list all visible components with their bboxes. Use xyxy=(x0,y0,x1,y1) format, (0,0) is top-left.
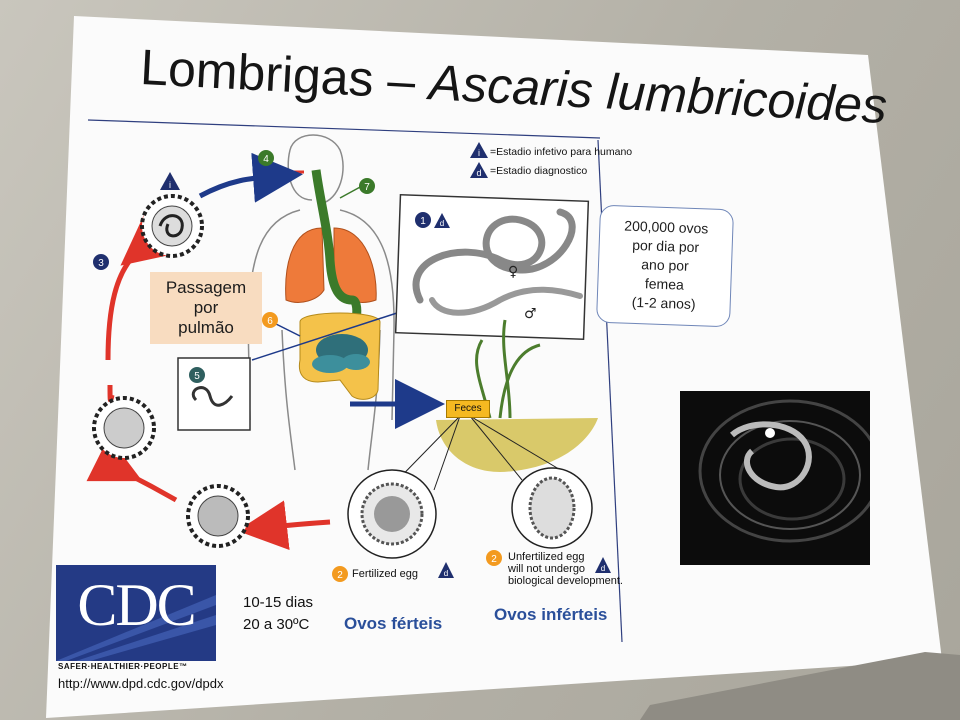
svg-text:d: d xyxy=(476,168,481,178)
svg-text:7: 7 xyxy=(364,182,370,193)
fertile-egg xyxy=(347,469,437,559)
female-symbol: ♀ xyxy=(508,264,518,280)
egg-production-box: 200,000 ovos por dia por ano por femea (… xyxy=(595,204,735,328)
svg-text:2: 2 xyxy=(337,570,343,581)
svg-text:4: 4 xyxy=(263,154,269,165)
fertile-eggs-label: Ovos férteis xyxy=(344,614,443,633)
stage-badge-2-unfertile: 2d xyxy=(486,550,611,573)
intestines xyxy=(298,312,381,400)
lung-passage-label: Passagem por pulmão xyxy=(150,272,262,344)
lungs xyxy=(285,227,377,303)
legend-infective: =Estadio infetivo para humano xyxy=(490,146,633,158)
stage-badge-i: i xyxy=(160,172,180,190)
stage-badge-3: 3 xyxy=(93,254,109,270)
egg-morula xyxy=(92,396,156,460)
incubation-info: 10-15 dias 20 a 30ºC xyxy=(243,594,314,633)
diagnostic-stage-icon: d xyxy=(470,162,488,178)
stage-badge-6: 6 xyxy=(262,312,278,328)
soil-patch xyxy=(436,319,598,472)
svg-text:d: d xyxy=(440,219,444,228)
stage-badge-7: 7 xyxy=(359,178,375,194)
male-worm xyxy=(429,286,583,316)
cdc-tagline: SAFER·HEALTHIER·PEOPLE™ xyxy=(58,662,188,671)
svg-text:i: i xyxy=(169,180,171,190)
svg-text:1: 1 xyxy=(420,216,426,227)
unfertilized-egg-caption: Unfertilized egg will not undergo biolog… xyxy=(508,551,623,587)
svg-text:3: 3 xyxy=(98,258,104,269)
infective-stage-icon: i xyxy=(470,142,488,158)
fertilized-egg-caption: Fertilized egg xyxy=(352,568,419,580)
svg-text:d: d xyxy=(601,564,605,573)
stage-badge-5: 5 xyxy=(189,367,205,383)
worm-micrograph xyxy=(680,391,870,565)
svg-text:5: 5 xyxy=(194,371,200,382)
female-worm xyxy=(412,208,576,304)
svg-text:d: d xyxy=(444,569,448,578)
svg-text:2: 2 xyxy=(491,554,497,565)
svg-text:i: i xyxy=(478,148,480,158)
unfertile-egg xyxy=(511,467,593,549)
svg-text:6: 6 xyxy=(267,316,273,327)
egg-two-cell xyxy=(186,484,250,548)
embryonated-egg-infective xyxy=(140,194,204,258)
male-symbol: ♂ xyxy=(524,306,537,322)
feces-label: Feces xyxy=(446,400,490,418)
stage-badge-4: 4 xyxy=(258,150,274,166)
legend-diagnostic: =Estadio diagnostico xyxy=(490,165,588,177)
cdc-logo: CDC xyxy=(56,565,216,661)
larva-panel xyxy=(177,357,251,431)
infertile-eggs-label: Ovos inférteis xyxy=(494,605,608,624)
source-url: http://www.dpd.cdc.gov/dpdx xyxy=(58,676,224,691)
